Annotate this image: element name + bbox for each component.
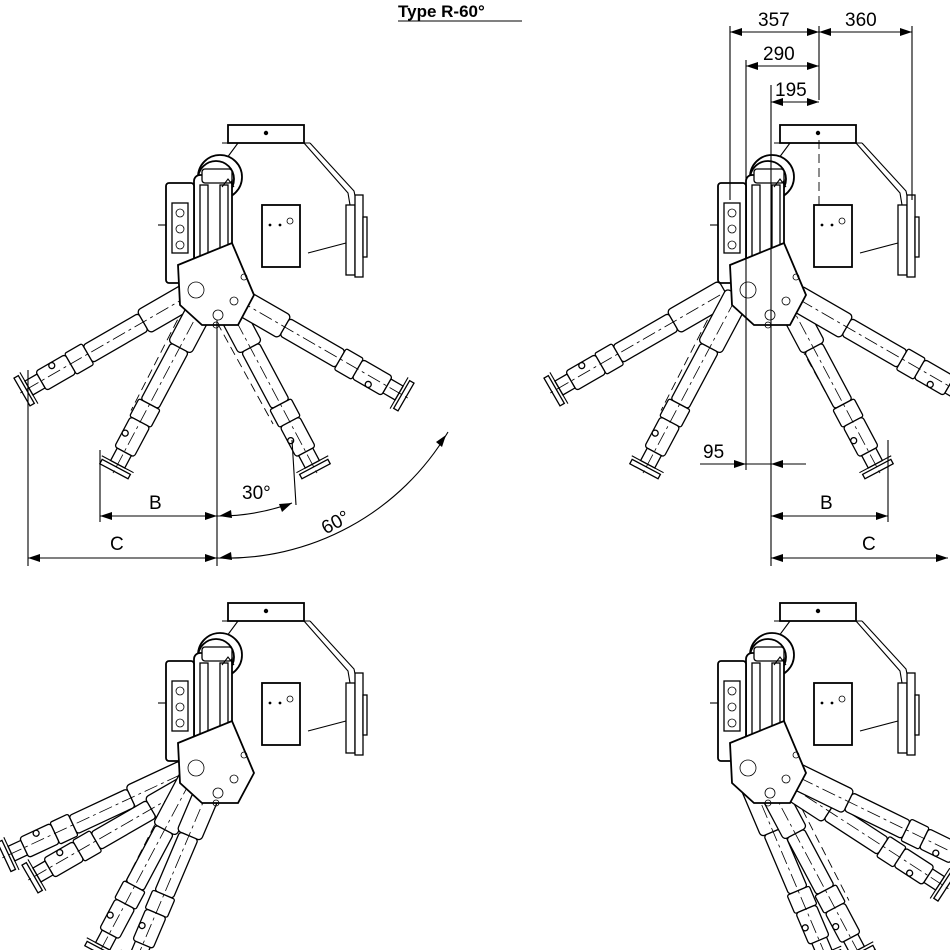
drawing-title: Type R-60° [398,2,485,21]
angle-30: 30° [242,483,271,504]
dim-290: 290 [763,44,795,65]
angle-60: 60° [318,507,353,539]
dim-b-right: B [820,493,833,514]
dim-360: 360 [845,10,877,31]
view-top-right: 357 360 290 195 95 B C [537,10,950,566]
dim-b-left: B [149,493,162,514]
dim-357: 357 [758,10,790,31]
dim-195: 195 [775,80,807,101]
dim-c-right: C [862,534,876,555]
view-bottom-right [709,602,950,950]
dim-c-left: C [110,534,124,555]
view-bottom-left [0,602,368,950]
view-top-left: B C 30° 60° [7,124,449,566]
dim-95: 95 [703,442,724,463]
